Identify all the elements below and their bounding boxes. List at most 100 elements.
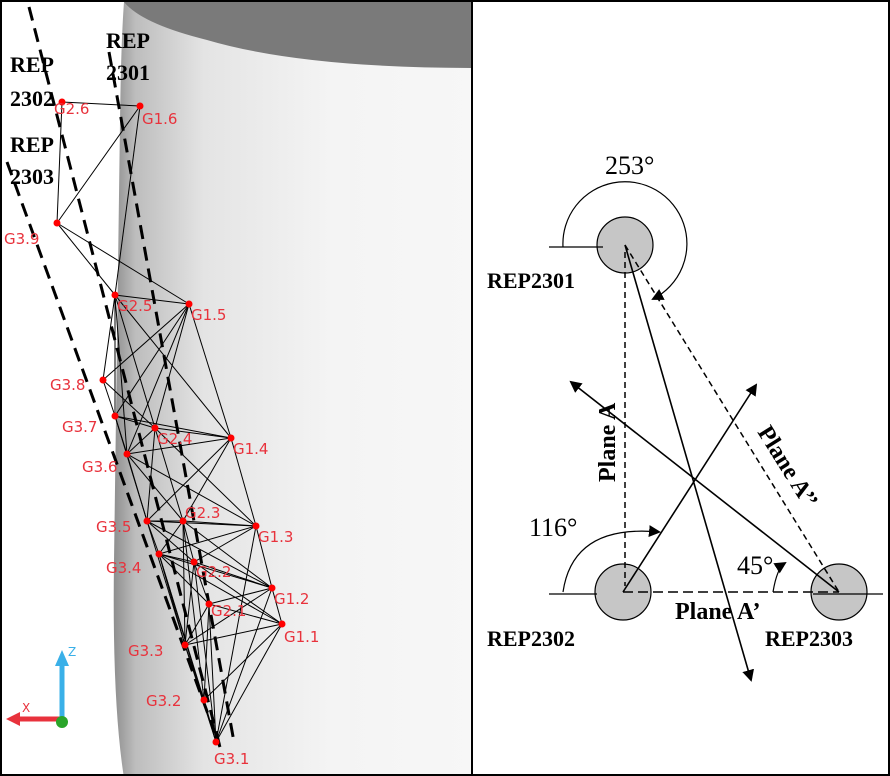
mesh-edge [182,520,195,563]
mesh-edge [184,623,283,646]
angle-253-label: 253° [605,151,654,180]
mesh-edge [146,520,186,646]
mesh-edge [126,453,184,522]
direction-arrow-2 [622,383,758,593]
mesh-edge [146,520,273,589]
mesh-edge [215,587,273,743]
mesh-edge [56,222,190,305]
node-g3-4 [155,550,163,558]
z-axis-label: Z [68,645,76,659]
right-panel: 253° 116° 45° Plane A Plane A’ Plane A’’… [471,0,890,776]
node-g2-6 [58,98,66,106]
mesh-edge [203,623,283,701]
mesh-edge [126,303,190,455]
node-g1-4 [227,434,235,442]
rep2301-label: REP2301 [487,268,575,293]
mesh-edge [154,303,190,429]
node-g3-1 [212,738,220,746]
mesh-edge [114,294,232,439]
mesh-edge [114,415,148,522]
rep-2303-line [5,161,222,748]
mesh-edge [182,520,273,589]
node-g3-3 [181,641,189,649]
point-label-g2-1: G2.1 [211,602,246,620]
mesh-edge [154,427,232,439]
node-g1-1 [278,620,286,628]
rep-2302-label-line2: 2302 [10,86,54,111]
rep2303-label: REP2303 [765,626,853,651]
node-g2-3 [179,517,187,525]
node-g3-7 [111,412,119,420]
mesh-edge [61,101,141,107]
mesh-edge [184,587,273,646]
rep-2303-label-line1: REP [10,132,54,157]
axis-triad-icon: Z X [6,645,76,728]
node-g1-2 [268,584,276,592]
mesh-edges [56,101,283,743]
point-label-g3-1: G3.1 [214,750,249,768]
node-g3-2 [200,696,208,704]
mesh-edge [146,437,232,522]
mesh-edge [154,427,257,527]
mesh-edge [208,603,283,625]
rep-2301-label-line1: REP [106,28,150,53]
node-g1-3 [252,522,260,530]
mesh-edge [182,520,186,646]
angle-45-label: 45° [737,551,773,580]
mesh-edge [215,525,257,743]
point-label-g1-6: G1.6 [142,110,177,128]
mesh-edge [193,561,283,625]
point-label-g1-4: G1.4 [233,440,268,458]
mesh-edge [208,603,217,743]
angle-arc-253 [562,181,688,300]
mesh-edge [146,520,195,563]
node-g3-6 [123,450,131,458]
point-label-g2-4: G2.4 [157,430,192,448]
plane-a-label: Plane A [595,402,621,482]
mesh-nodes [53,98,286,746]
node-g2-4 [151,424,159,432]
point-label-g3-5: G3.5 [96,518,131,536]
point-label-g2-6: G2.6 [54,100,89,118]
mesh-edge [184,603,210,646]
mesh-edge [158,553,283,625]
mesh-edge [146,427,156,522]
mesh-edge [158,553,205,701]
mesh-edge [184,561,195,646]
point-label-g3-4: G3.4 [106,559,141,577]
mesh-edge [102,379,116,417]
point-label-g1-3: G1.3 [258,528,293,546]
cylinder-top [124,2,471,68]
rep-2301-label-line2: 2301 [106,60,150,85]
mesh-edge [230,437,257,527]
direction-arrow-1 [624,244,754,682]
point-label-g3-6: G3.6 [82,458,117,476]
mesh-edge [56,105,141,224]
mesh-edge [188,303,232,439]
cylinder-surface [113,2,471,774]
mesh-edge [158,525,257,555]
node-g1-5 [185,300,193,308]
rep-2303-label-line2: 2303 [10,164,54,189]
mesh-edge [255,525,273,589]
mesh-edge [56,222,116,296]
point-label-g2-3: G2.3 [185,504,220,522]
mesh-edge [114,294,128,455]
direction-arrow-3 [569,380,840,593]
mesh-edge [158,553,273,589]
node-g1-6 [136,102,144,110]
node-g3-9 [53,219,61,227]
mesh-edge [114,294,190,305]
mesh-edge [56,101,63,224]
mesh-edge [114,294,156,429]
mesh-edge [114,105,141,296]
mesh-edge [102,303,190,381]
point-label-g3-3: G3.3 [128,642,163,660]
node-g2-5 [111,291,119,299]
point-label-g3-9: G3.9 [4,230,39,248]
mesh-edge [114,303,190,417]
point-label-g3-7: G3.7 [62,418,97,436]
rep-lines [5,6,236,748]
mesh-edge [102,294,116,381]
rep-2302-line [27,6,222,748]
